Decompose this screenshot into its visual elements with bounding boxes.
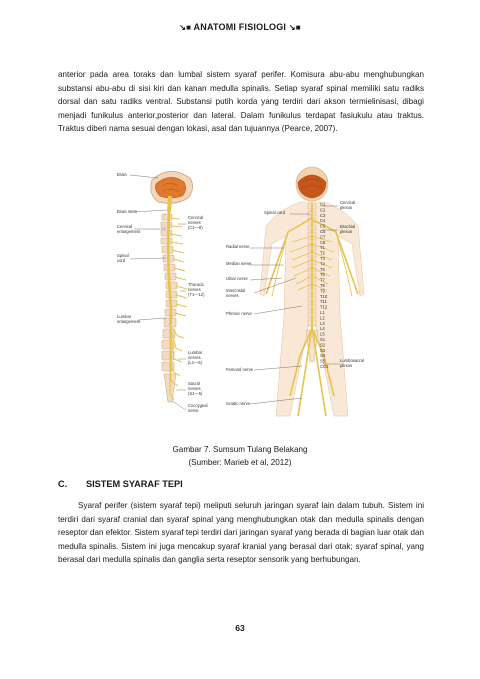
cord-level-c3: C3 [320,213,326,218]
cord-level-t7: T7 [320,278,326,283]
label-ulnar-nerve: Ulnar nerve [226,276,248,281]
left-illustration: Brain Brain stem Cervical enlargement Sp… [117,171,208,413]
label-cervical-plexus-2: plexus [340,205,352,210]
label-intercostal-nerves-2: nerves [226,293,239,298]
page-number: 63 [235,623,245,633]
cord-level-t10: T10 [320,294,328,299]
label-lumbar-nerves: Lumbar [188,350,203,355]
label-coccygeal-nerve-2: nerve [188,408,199,413]
right-illustration: Spinal cord Radial nerve Median nerve Ul… [226,166,365,417]
caption-title: Gambar 7. Sumsum Tulang Belakang [172,445,308,454]
label-lumbosacral-plexus-2: plexus [340,363,352,368]
label-radial-nerve: Radial nerve [226,244,250,249]
label-sacral-nerves-3: (S1—5) [188,391,203,396]
label-median-nerve: Median nerve [226,261,252,266]
header-ornament-left: ↘■ [179,23,192,32]
cord-level-s3: S3 [320,348,326,353]
label-cervical-nerves-3: (C1—8) [188,225,203,230]
label-lumbar-enlargement: Lumbar [117,314,132,319]
label-thoracic-nerves: Thoracic [188,282,204,287]
label-intercostal-nerves: Intercostal [226,288,245,293]
running-header: ↘■ ANATOMI FISIOLOGI ↘■ [0,22,480,32]
cord-level-t3: T3 [320,256,326,261]
label-femoral-nerve: Femoral nerve [226,367,254,372]
cord-level-t11: T11 [320,299,328,304]
label-lumbar-nerves-3: (L1—5) [188,360,203,365]
label-phrenic-nerve: Phrenic nerve [226,311,253,316]
label-cervical-nerves: Cervical [188,215,203,220]
label-lumbar-enlargement-2: enlargement [117,319,141,324]
spinal-cord-figure: Brain Brain stem Cervical enlargement Sp… [117,166,365,417]
cord-level-l5: L5 [320,332,325,337]
label-brain: Brain [117,172,127,177]
label-thoracic-nerves-2: nerves [188,287,201,292]
cord-level-t9: T9 [320,288,326,293]
label-coccygeal-nerve: Coccygeal [188,403,208,408]
header-ornament-right: ↘■ [288,23,301,32]
cord-level-s5: S5 [320,359,326,364]
label-spinal-cord-2: cord [117,258,126,263]
figure-caption: Gambar 7. Sumsum Tulang Belakang (Sumber… [0,444,480,469]
label-sacral-nerves: Sacral [188,381,200,386]
section-number: C. [58,479,68,489]
cord-level-c1: C1 [320,202,326,207]
label-sciatic-nerve: Sciatic nerve [226,401,251,406]
header-title: ANATOMI FISIOLOGI [193,22,287,32]
cord-level-c7: C7 [320,234,326,239]
cord-level-c4: C4 [320,218,326,223]
label-thoracic-nerves-3: (T1—12) [188,292,205,297]
section-title: SISTEM SYARAF TEPI [86,479,183,489]
section-heading: C. SISTEM SYARAF TEPI [58,479,183,489]
cord-level-labels: C1C2C3C4C5C6C7C8T1T2T3T4T5T6T7T8T9T10T11… [320,202,329,369]
cord-level-t5: T5 [320,267,326,272]
cord-level-l3: L3 [320,321,325,326]
label-spinal-cord-right: Spinal cord [264,210,286,215]
label-cervical-enlargement-2: enlargement [117,229,141,234]
caption-source: (Sumber: Marieb et al, 2012) [188,457,292,467]
label-lumbosacral-plexus: Lumbosacral [340,358,364,363]
label-brain-stem: Brain stem [117,209,138,214]
cord-level-l4: L4 [320,326,325,331]
cord-level-t4: T4 [320,261,326,266]
cord-level-l2: L2 [320,315,325,320]
cord-level-c2: C2 [320,207,326,212]
cord-level-t2: T2 [320,251,326,256]
cord-level-c8: C8 [320,240,326,245]
label-lumbar-nerves-2: nerves [188,355,201,360]
label-cervical-nerves-2: nerves [188,220,201,225]
cord-level-c5: C5 [320,224,326,229]
cord-level-c6: C6 [320,229,326,234]
cord-level-s1: S1 [320,337,326,342]
cord-level-s2: S2 [320,342,326,347]
paragraph-peripheral-nerves: Syaraf perifer (sistem syaraf tepi) meli… [58,501,424,565]
label-brachial-plexus: Brachial [340,224,355,229]
cord-level-t8: T8 [320,283,326,288]
cord-level-t1: T1 [320,245,326,250]
cord-level-co1: CO1 [320,364,329,369]
cord-level-t12: T12 [320,305,328,310]
label-spinal-cord: Spinal [117,253,129,258]
label-cervical-plexus: Cervical [340,200,355,205]
paragraph-spinal-cord: anterior pada area toraks dan lumbal sis… [58,70,424,134]
cord-level-l1: L1 [320,310,325,315]
cord-level-t6: T6 [320,272,326,277]
cord-level-s4: S4 [320,353,326,358]
label-sacral-nerves-2: nerves [188,386,201,391]
label-brachial-plexus-2: plexus [340,229,352,234]
label-cervical-enlargement: Cervical [117,224,132,229]
